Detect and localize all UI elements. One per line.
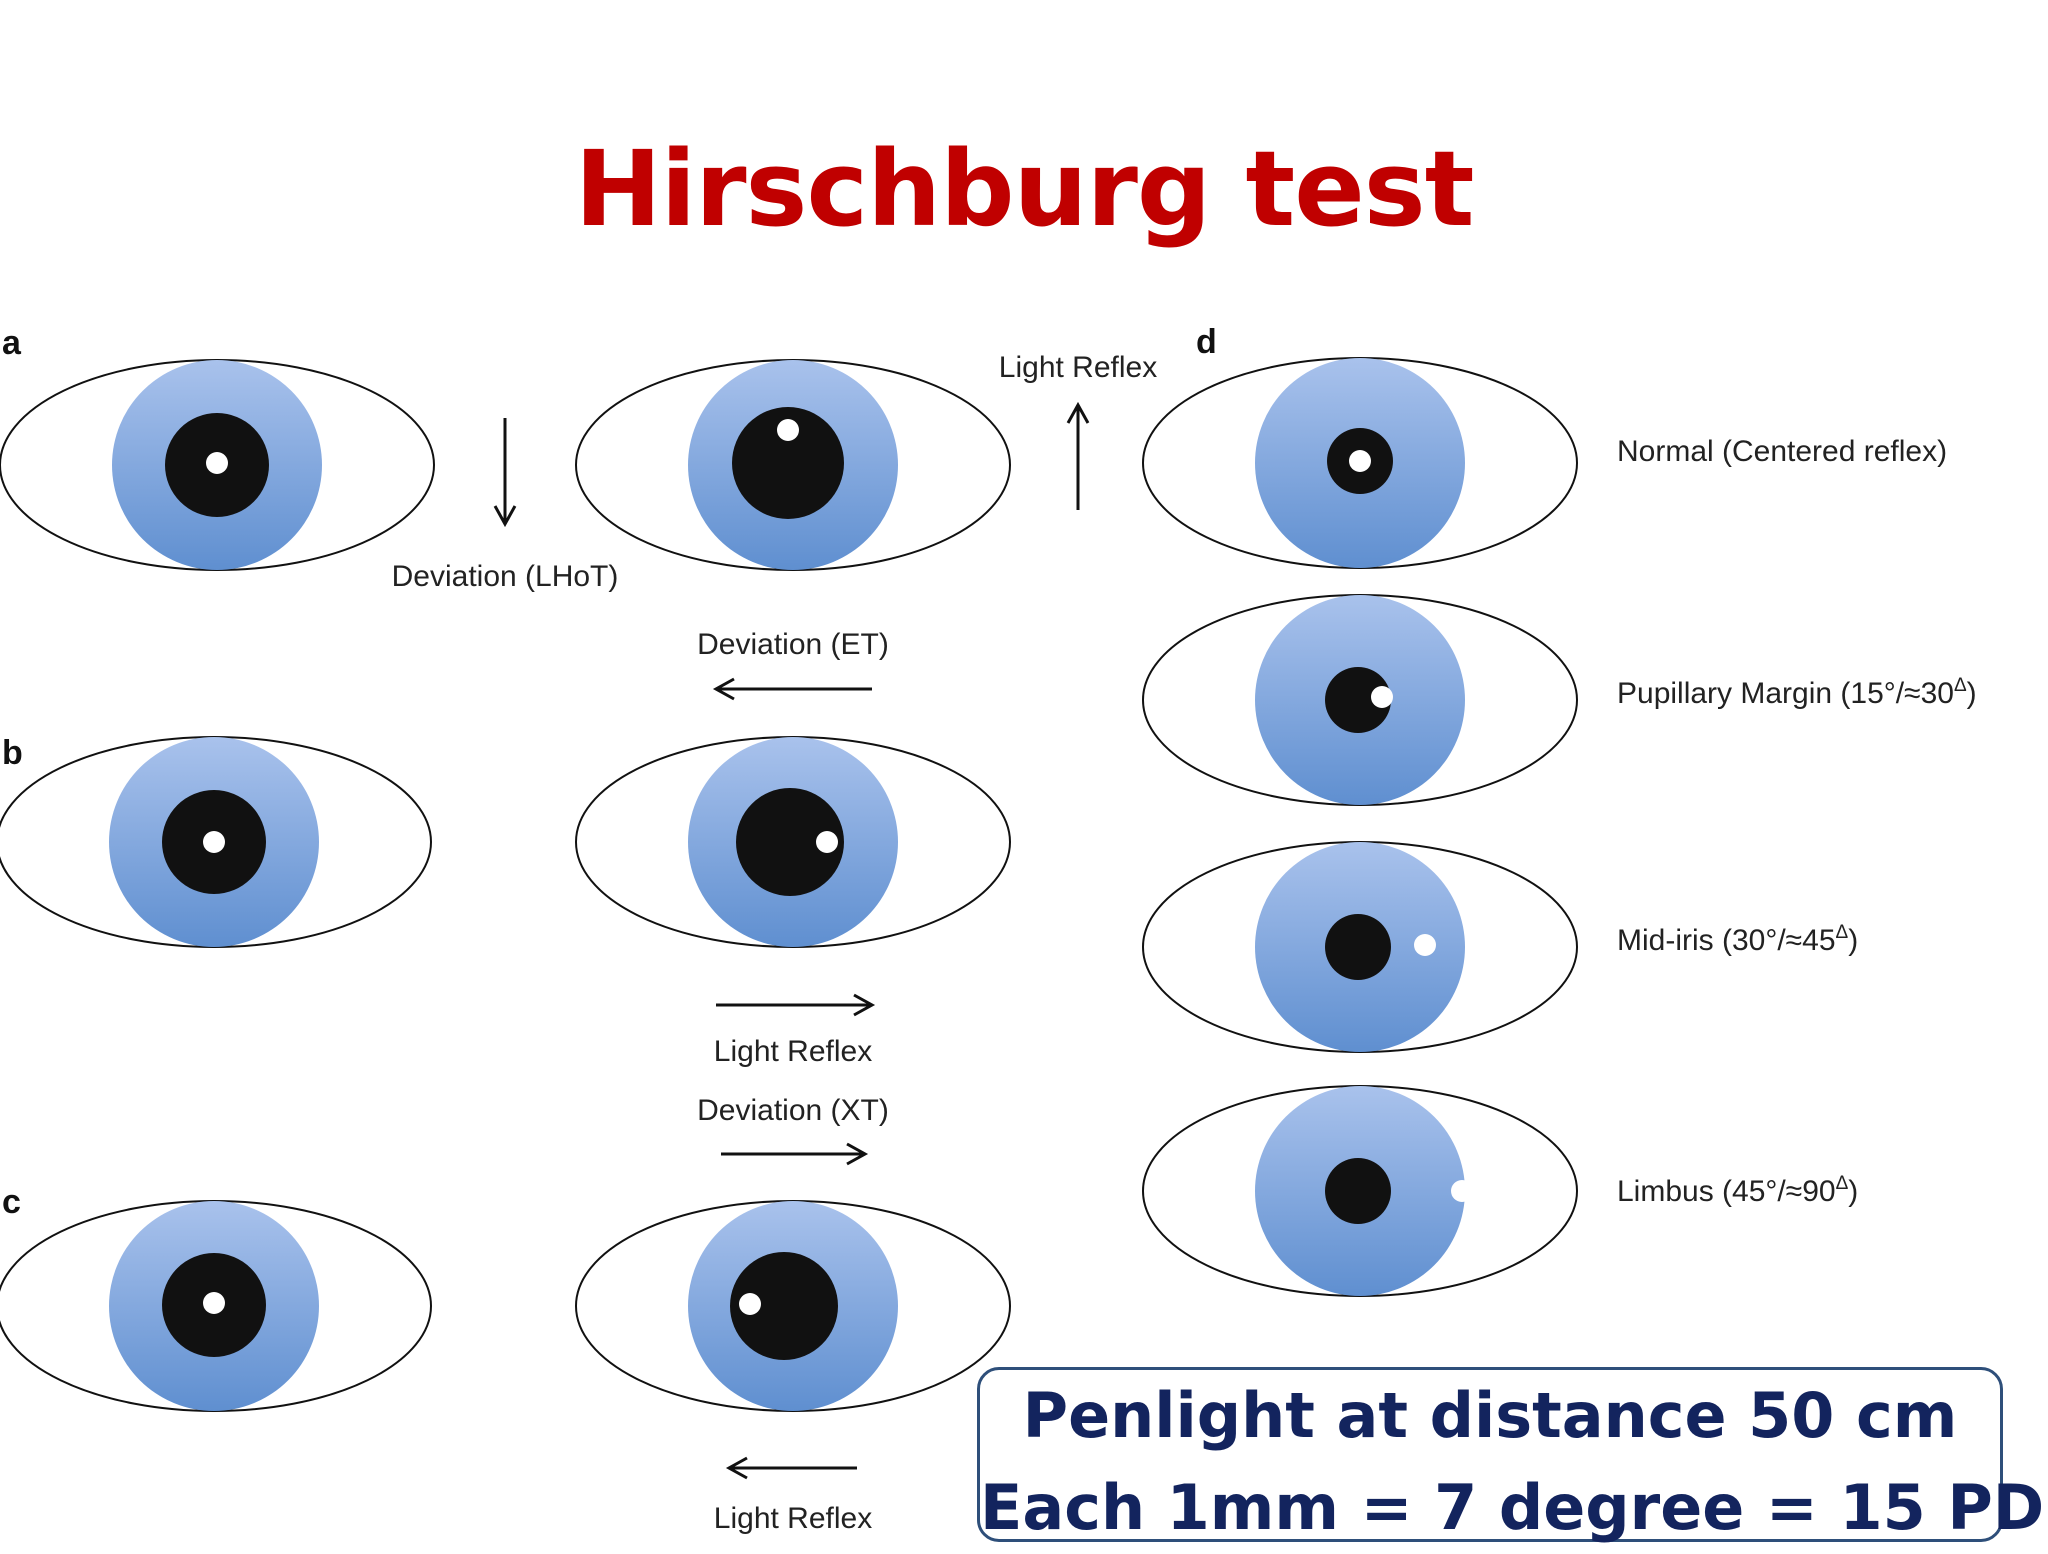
level-label-pupillary-margin: Pupillary Margin (15°/≈30Δ) bbox=[1617, 675, 1977, 710]
light-reflex-dot bbox=[203, 1292, 225, 1314]
panel-a-right-eye bbox=[0, 359, 435, 571]
light-reflex-dot bbox=[1349, 450, 1371, 472]
slide-title: Hirschburg test bbox=[574, 128, 1475, 250]
pupil bbox=[1325, 667, 1391, 733]
info-line-conversion: Each 1mm = 7 degree = 15 PD bbox=[980, 1471, 2045, 1544]
pupil bbox=[1325, 914, 1391, 980]
light-reflex-dot bbox=[816, 831, 838, 853]
light-reflex-dot bbox=[206, 452, 228, 474]
panel-c-right-eye bbox=[0, 1200, 432, 1412]
level-label-limbus: Limbus (45°/≈90Δ) bbox=[1617, 1173, 1858, 1208]
light-reflex-dot bbox=[1451, 1180, 1473, 1202]
panel-d-limbus-eye bbox=[1142, 1085, 1578, 1297]
level-label-normal: Normal (Centered reflex) bbox=[1617, 435, 1947, 468]
pupil bbox=[736, 788, 844, 896]
panel-label-a: a bbox=[2, 324, 22, 362]
panel-label-d: d bbox=[1196, 323, 1217, 361]
light-reflex-label-a: Light Reflex bbox=[999, 351, 1157, 384]
pupil bbox=[732, 407, 844, 519]
panel-d-normal-eye bbox=[1142, 357, 1578, 569]
info-line-distance: Penlight at distance 50 cm bbox=[1022, 1379, 1958, 1452]
light-reflex-label-c: Light Reflex bbox=[714, 1502, 872, 1535]
light-reflex-dot bbox=[203, 831, 225, 853]
eye-illustrations bbox=[0, 357, 1578, 1412]
panel-b-left-eye bbox=[575, 736, 1011, 948]
light-reflex-dot bbox=[777, 419, 799, 441]
deviation-label-lhot: Deviation (LHoT) bbox=[392, 560, 619, 593]
level-label-mid-iris: Mid-iris (30°/≈45Δ) bbox=[1617, 922, 1858, 957]
panel-label-c: c bbox=[2, 1183, 21, 1221]
light-reflex-dot bbox=[739, 1293, 761, 1315]
panel-d-mid-iris-eye bbox=[1142, 841, 1578, 1053]
pupil bbox=[1325, 1158, 1391, 1224]
panel-c-left-eye bbox=[575, 1200, 1011, 1412]
panel-label-b: b bbox=[2, 734, 23, 772]
panel-d-pupillary-margin-eye bbox=[1142, 594, 1578, 806]
deviation-label-et: Deviation (ET) bbox=[697, 628, 889, 661]
pupil bbox=[730, 1252, 838, 1360]
deviation-label-xt: Deviation (XT) bbox=[697, 1094, 889, 1127]
panel-a-left-eye bbox=[575, 359, 1011, 571]
light-reflex-label-b: Light Reflex bbox=[714, 1035, 872, 1068]
info-box: Penlight at distance 50 cm Each 1mm = 7 … bbox=[977, 1367, 2044, 1544]
light-reflex-dot bbox=[1414, 934, 1436, 956]
panel-b-right-eye bbox=[0, 736, 432, 948]
light-reflex-dot bbox=[1371, 686, 1393, 708]
